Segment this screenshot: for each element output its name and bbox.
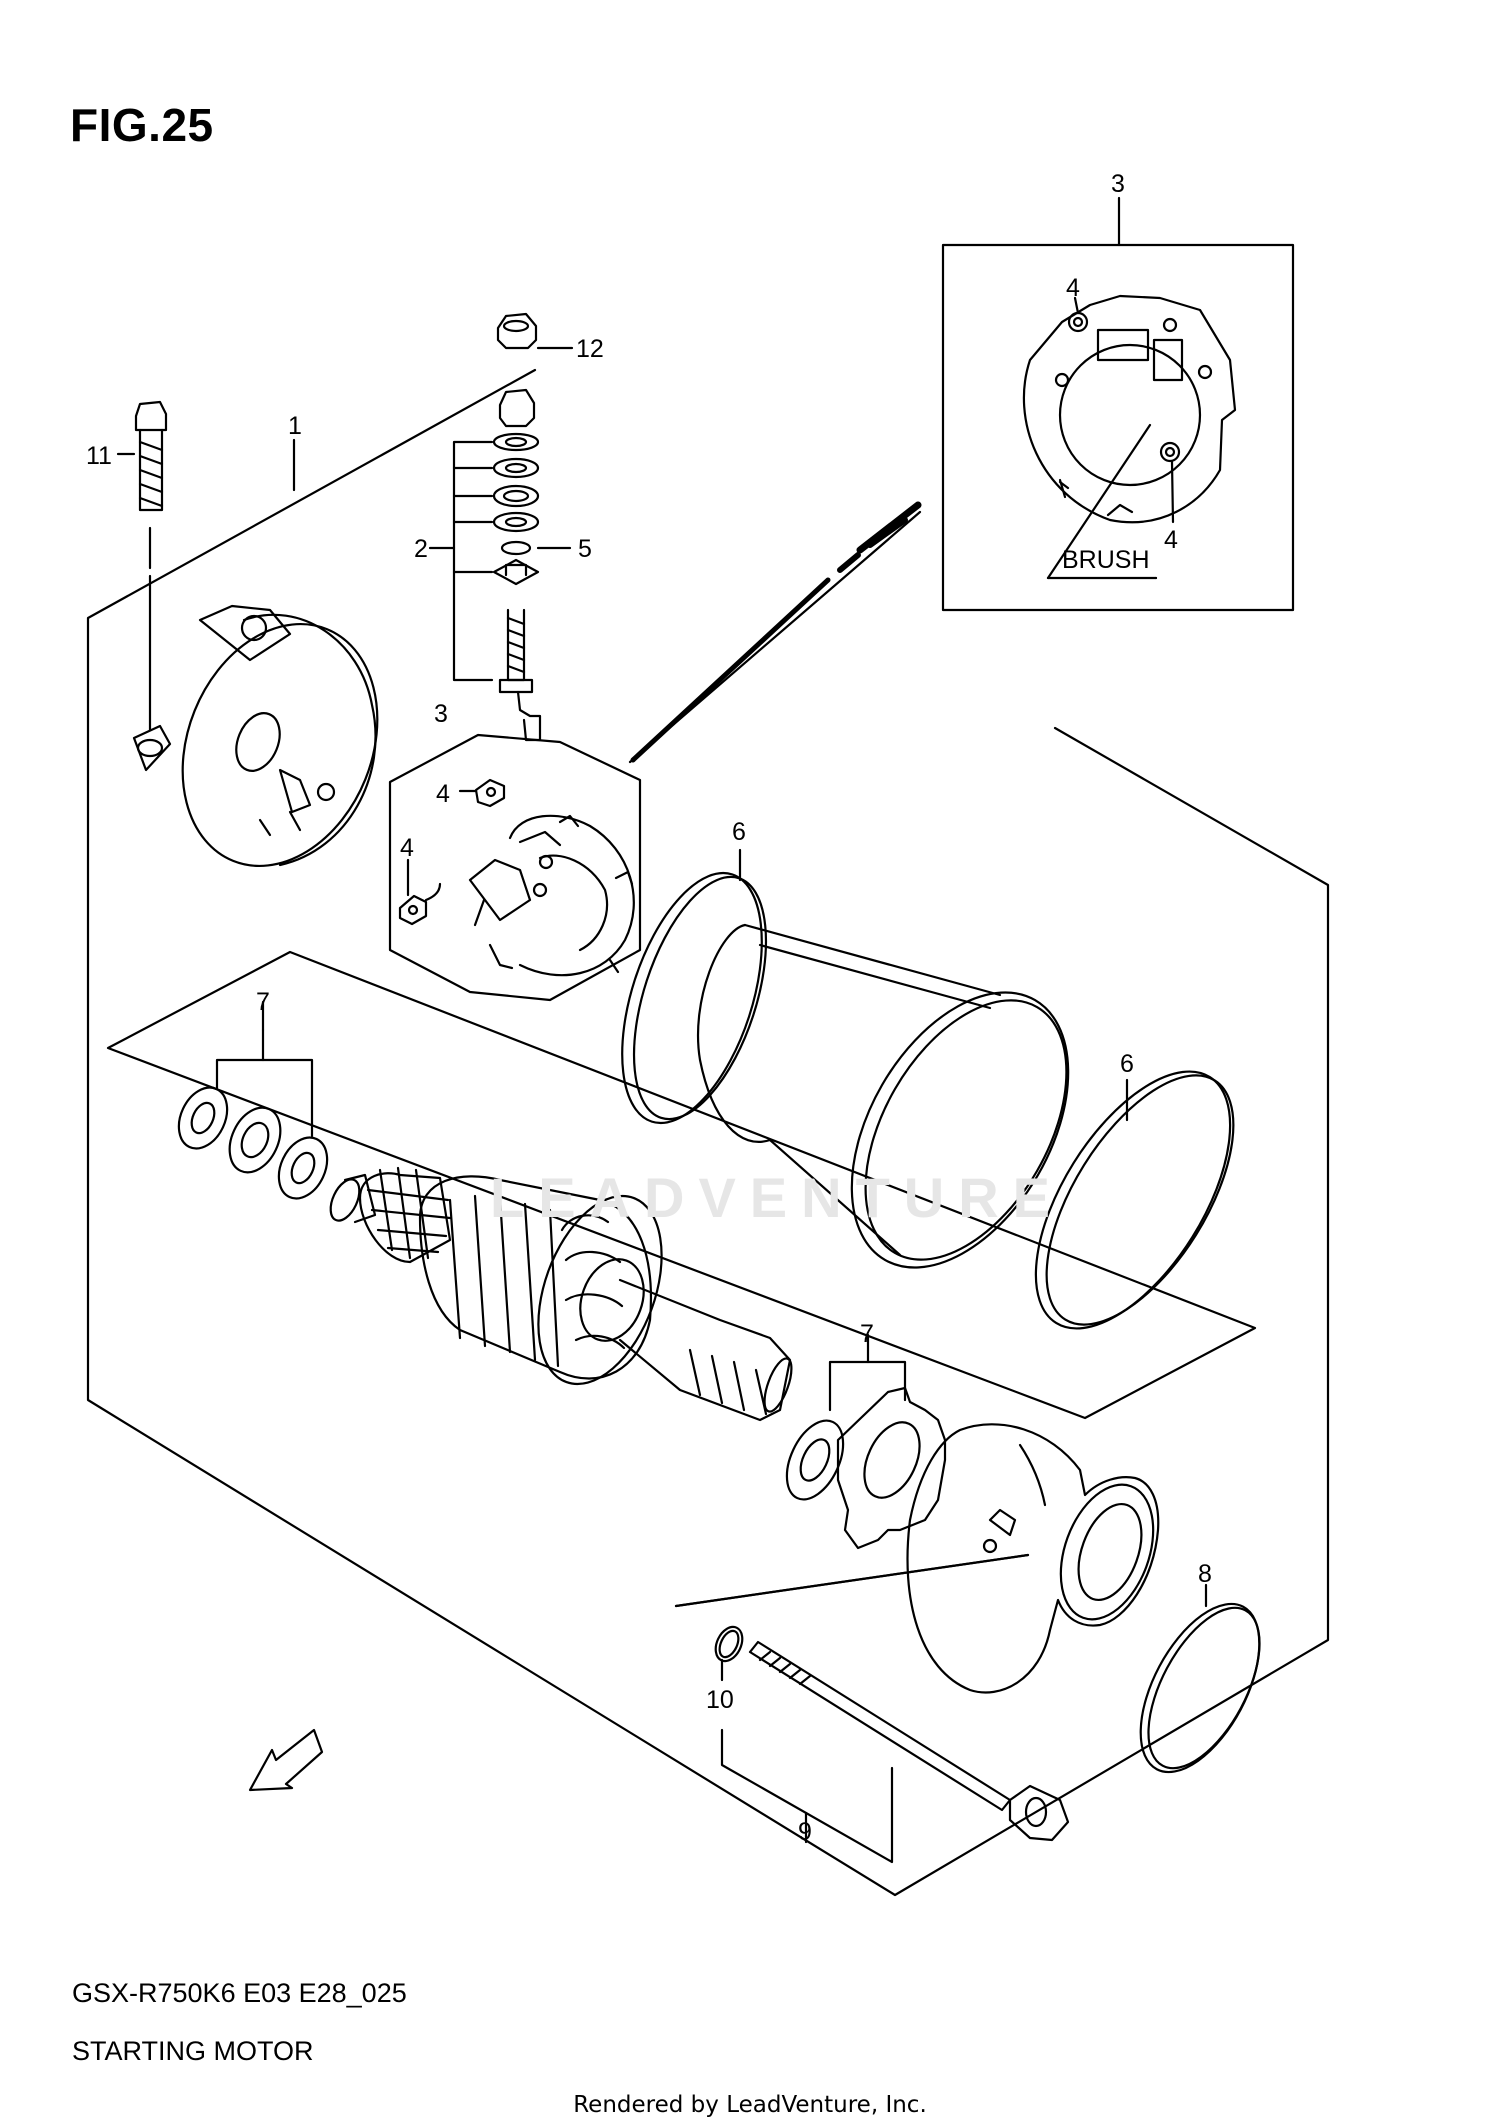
brush-label: BRUSH [1062,546,1150,574]
callout-11: 11 [86,442,112,470]
callout-3: 3 [434,700,448,728]
figure-title: FIG.25 [70,99,214,151]
part-7-washers-right [785,1386,947,1550]
model-code: GSX-R750K6 E03 E28_025 [72,1978,407,2008]
figure-caption: STARTING MOTOR [72,2036,314,2066]
callout-8: 8 [1198,1560,1212,1588]
part-8-o-ring [1139,1602,1261,1774]
front-bracket [906,1423,1160,1694]
callout-1: 1 [288,412,302,440]
watermark: LEADVENTURE [490,1166,1065,1229]
yoke-housing [696,923,1070,1269]
footer-credit: Rendered by LeadVenture, Inc. [573,2092,927,2118]
part-6-o-ring-rear [1034,1070,1235,1330]
callout-4-inset-top: 4 [1066,274,1080,302]
brush-plate-inset [1022,294,1237,524]
callout-7-b: 7 [860,1320,874,1348]
callout-4-inset-bottom: 4 [1164,526,1178,554]
callout-4-a: 4 [436,780,450,808]
part-9-through-bolt [748,1640,1070,1842]
fwd-label: FWD [267,1752,305,1787]
callout-3-inset: 3 [1111,170,1125,198]
part-6-o-ring-front [621,871,768,1125]
fwd-arrow-icon [248,1728,324,1792]
callout-2: 2 [414,535,428,563]
part-11-bolt [134,400,168,512]
part-2-terminal-set [492,388,542,742]
callout-6-a: 6 [732,818,746,846]
callout-7-a: 7 [256,988,270,1016]
callout-9: 9 [798,1818,812,1846]
part-10-o-ring [714,1625,744,1663]
armature-group-outline [106,950,1257,1420]
part-12-nut [496,312,538,350]
callout-12: 12 [576,335,604,363]
callout-6-b: 6 [1120,1050,1134,1078]
armature [329,1166,793,1422]
part-3-brush-holder [398,778,635,977]
part-3-brush-holder-outline [388,733,642,1002]
callout-5: 5 [578,535,592,563]
assembly-outline [86,368,1330,1897]
part-1-end-cover [132,604,379,868]
callout-10: 10 [706,1686,734,1714]
callout-4-b: 4 [400,834,414,862]
part-7-washers-left [177,1086,329,1200]
